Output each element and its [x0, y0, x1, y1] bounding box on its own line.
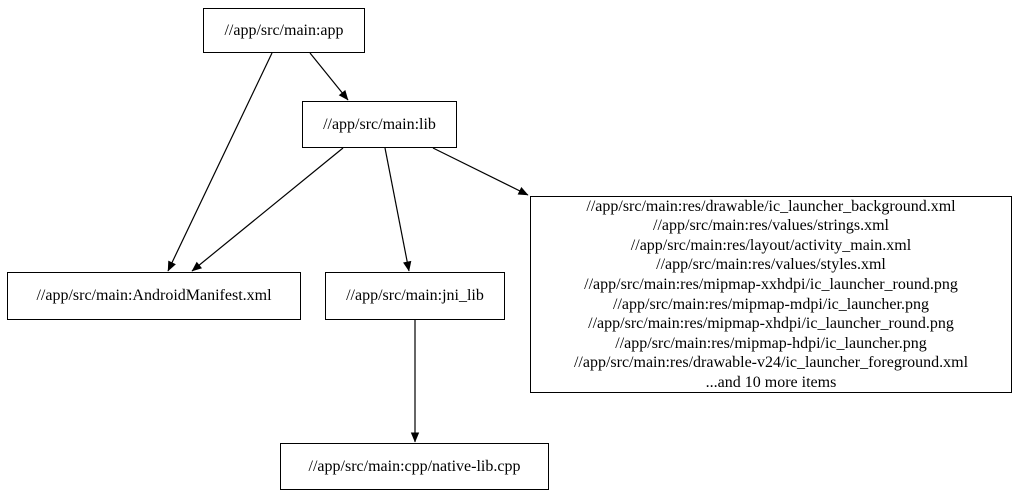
- node-label: //app/src/main:res/drawable/ic_launcher_…: [586, 197, 956, 215]
- node-label: //app/src/main:app: [224, 21, 344, 39]
- graph-node-android-manifest: //app/src/main:AndroidManifest.xml: [7, 272, 301, 320]
- edge-lib-to-res-group: [432, 147, 529, 196]
- node-label: //app/src/main:res/mipmap-xhdpi/ic_launc…: [588, 315, 954, 333]
- edge-app-to-lib: [309, 52, 349, 101]
- node-label: //app/src/main:res/layout/activity_main.…: [630, 236, 912, 254]
- edge-lib-to-android-manifest: [191, 147, 344, 272]
- graph-node-res-group: //app/src/main:res/drawable/ic_launcher_…: [530, 196, 1012, 393]
- graph-node-native-lib-cpp: //app/src/main:cpp/native-lib.cpp: [280, 443, 549, 490]
- graph-node-app: //app/src/main:app: [203, 8, 365, 53]
- node-label: //app/src/main:res/mipmap-xxhdpi/ic_laun…: [584, 275, 958, 293]
- node-label: ...and 10 more items: [705, 373, 837, 391]
- node-label: //app/src/main:res/mipmap-mdpi/ic_launch…: [613, 295, 929, 313]
- edge-lib-to-jni-lib: [384, 147, 412, 272]
- node-label: //app/src/main:cpp/native-lib.cpp: [308, 457, 521, 475]
- node-label: //app/src/main:res/drawable-v24/ic_launc…: [573, 354, 969, 372]
- node-label: //app/src/main:res/values/styles.xml: [656, 256, 886, 274]
- graph-node-lib: //app/src/main:lib: [302, 101, 457, 148]
- node-label: //app/src/main:res/values/strings.xml: [653, 217, 889, 235]
- node-label: //app/src/main:res/mipmap-hdpi/ic_launch…: [615, 334, 927, 352]
- node-label: //app/src/main:AndroidManifest.xml: [36, 287, 272, 305]
- edge-app-to-android-manifest: [167, 52, 273, 272]
- graph-node-jni-lib: //app/src/main:jni_lib: [325, 272, 505, 320]
- node-label: //app/src/main:lib: [323, 115, 436, 133]
- node-label: //app/src/main:jni_lib: [346, 287, 484, 305]
